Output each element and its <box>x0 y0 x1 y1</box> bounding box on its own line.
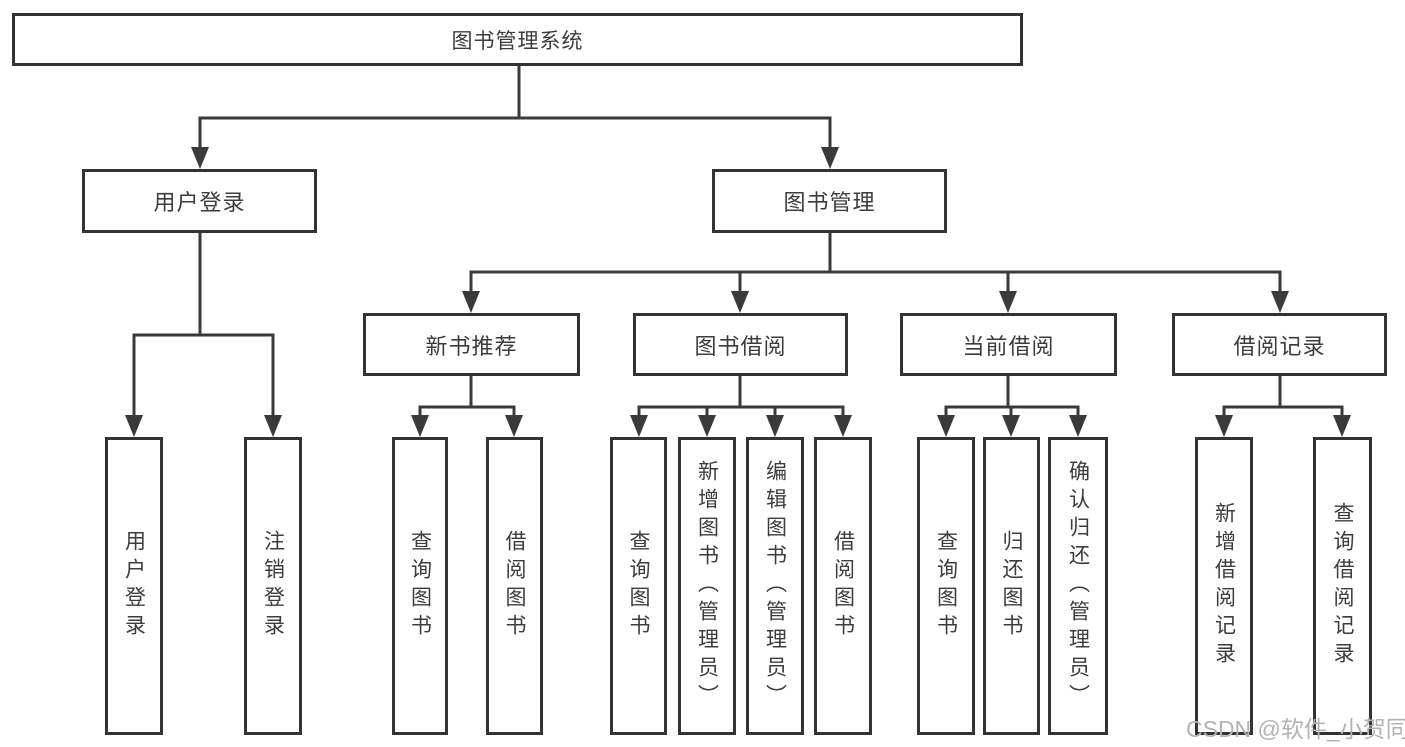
leaf-label: 查询图书 <box>408 530 432 642</box>
leaf-borrow-books-1: 借阅图书 <box>486 437 543 735</box>
arrow-down-icon <box>731 291 749 313</box>
leaf-label: 借阅图书 <box>503 530 526 642</box>
leaf-label: 查询借阅记录 <box>1331 502 1354 670</box>
arrow-down-icon <box>630 415 648 437</box>
leaf-return-book: 归还图书 <box>983 437 1040 735</box>
arrow-down-icon <box>1271 291 1289 313</box>
arrow-down-icon <box>505 415 523 437</box>
arrow-down-icon <box>821 147 839 169</box>
node-current-borrow: 当前借阅 <box>900 313 1117 376</box>
node-book-borrow: 图书借阅 <box>633 313 848 376</box>
arrow-down-icon <box>411 415 429 437</box>
arrow-down-icon <box>1333 415 1351 437</box>
arrow-down-icon <box>1215 415 1233 437</box>
arrow-down-icon <box>1069 415 1087 437</box>
arrow-down-icon <box>1002 415 1020 437</box>
arrow-down-icon <box>125 415 143 437</box>
leaf-confirm-return-admin: 确认归还（管理员） <box>1048 437 1108 735</box>
leaf-label: 用户登录 <box>122 530 146 642</box>
leaf-label: 查询图书 <box>934 530 958 642</box>
arrow-down-icon <box>264 415 282 437</box>
watermark: CSDN @软件_小贺同学 <box>1186 716 1405 742</box>
leaf-label: 新增图书（管理员） <box>695 460 719 712</box>
arrow-down-icon <box>191 147 209 169</box>
leaf-label: 编辑图书（管理员） <box>763 460 787 712</box>
node-system-root: 图书管理系统 <box>12 13 1023 66</box>
leaf-user-login: 用户登录 <box>105 437 163 735</box>
leaf-label: 查询图书 <box>627 530 650 642</box>
node-new-book-recommend: 新书推荐 <box>363 313 580 376</box>
leaf-query-books-2: 查询图书 <box>610 437 667 735</box>
leaf-query-books-3: 查询图书 <box>917 437 975 735</box>
leaf-add-borrow-record: 新增借阅记录 <box>1195 437 1253 735</box>
arrow-down-icon <box>462 291 480 313</box>
arrow-down-icon <box>834 415 852 437</box>
leaf-label: 归还图书 <box>1000 530 1023 642</box>
node-book-management: 图书管理 <box>712 169 947 233</box>
arrow-down-icon <box>698 415 716 437</box>
leaf-label: 借阅图书 <box>831 530 855 642</box>
arrow-down-icon <box>766 415 784 437</box>
leaf-edit-book-admin: 编辑图书（管理员） <box>746 437 804 735</box>
leaf-borrow-books-2: 借阅图书 <box>814 437 872 735</box>
leaf-query-books-1: 查询图书 <box>392 437 448 735</box>
arrow-down-icon <box>999 291 1017 313</box>
leaf-query-borrow-record: 查询借阅记录 <box>1313 437 1372 735</box>
node-user-login: 用户登录 <box>82 169 317 233</box>
leaf-label: 注销登录 <box>261 530 285 642</box>
arrow-down-icon <box>937 415 955 437</box>
leaf-label: 确认归还（管理员） <box>1066 460 1090 712</box>
node-borrow-records: 借阅记录 <box>1172 313 1387 376</box>
leaf-add-book-admin: 新增图书（管理员） <box>678 437 736 735</box>
leaf-logout: 注销登录 <box>244 437 302 735</box>
leaf-label: 新增借阅记录 <box>1212 502 1236 670</box>
